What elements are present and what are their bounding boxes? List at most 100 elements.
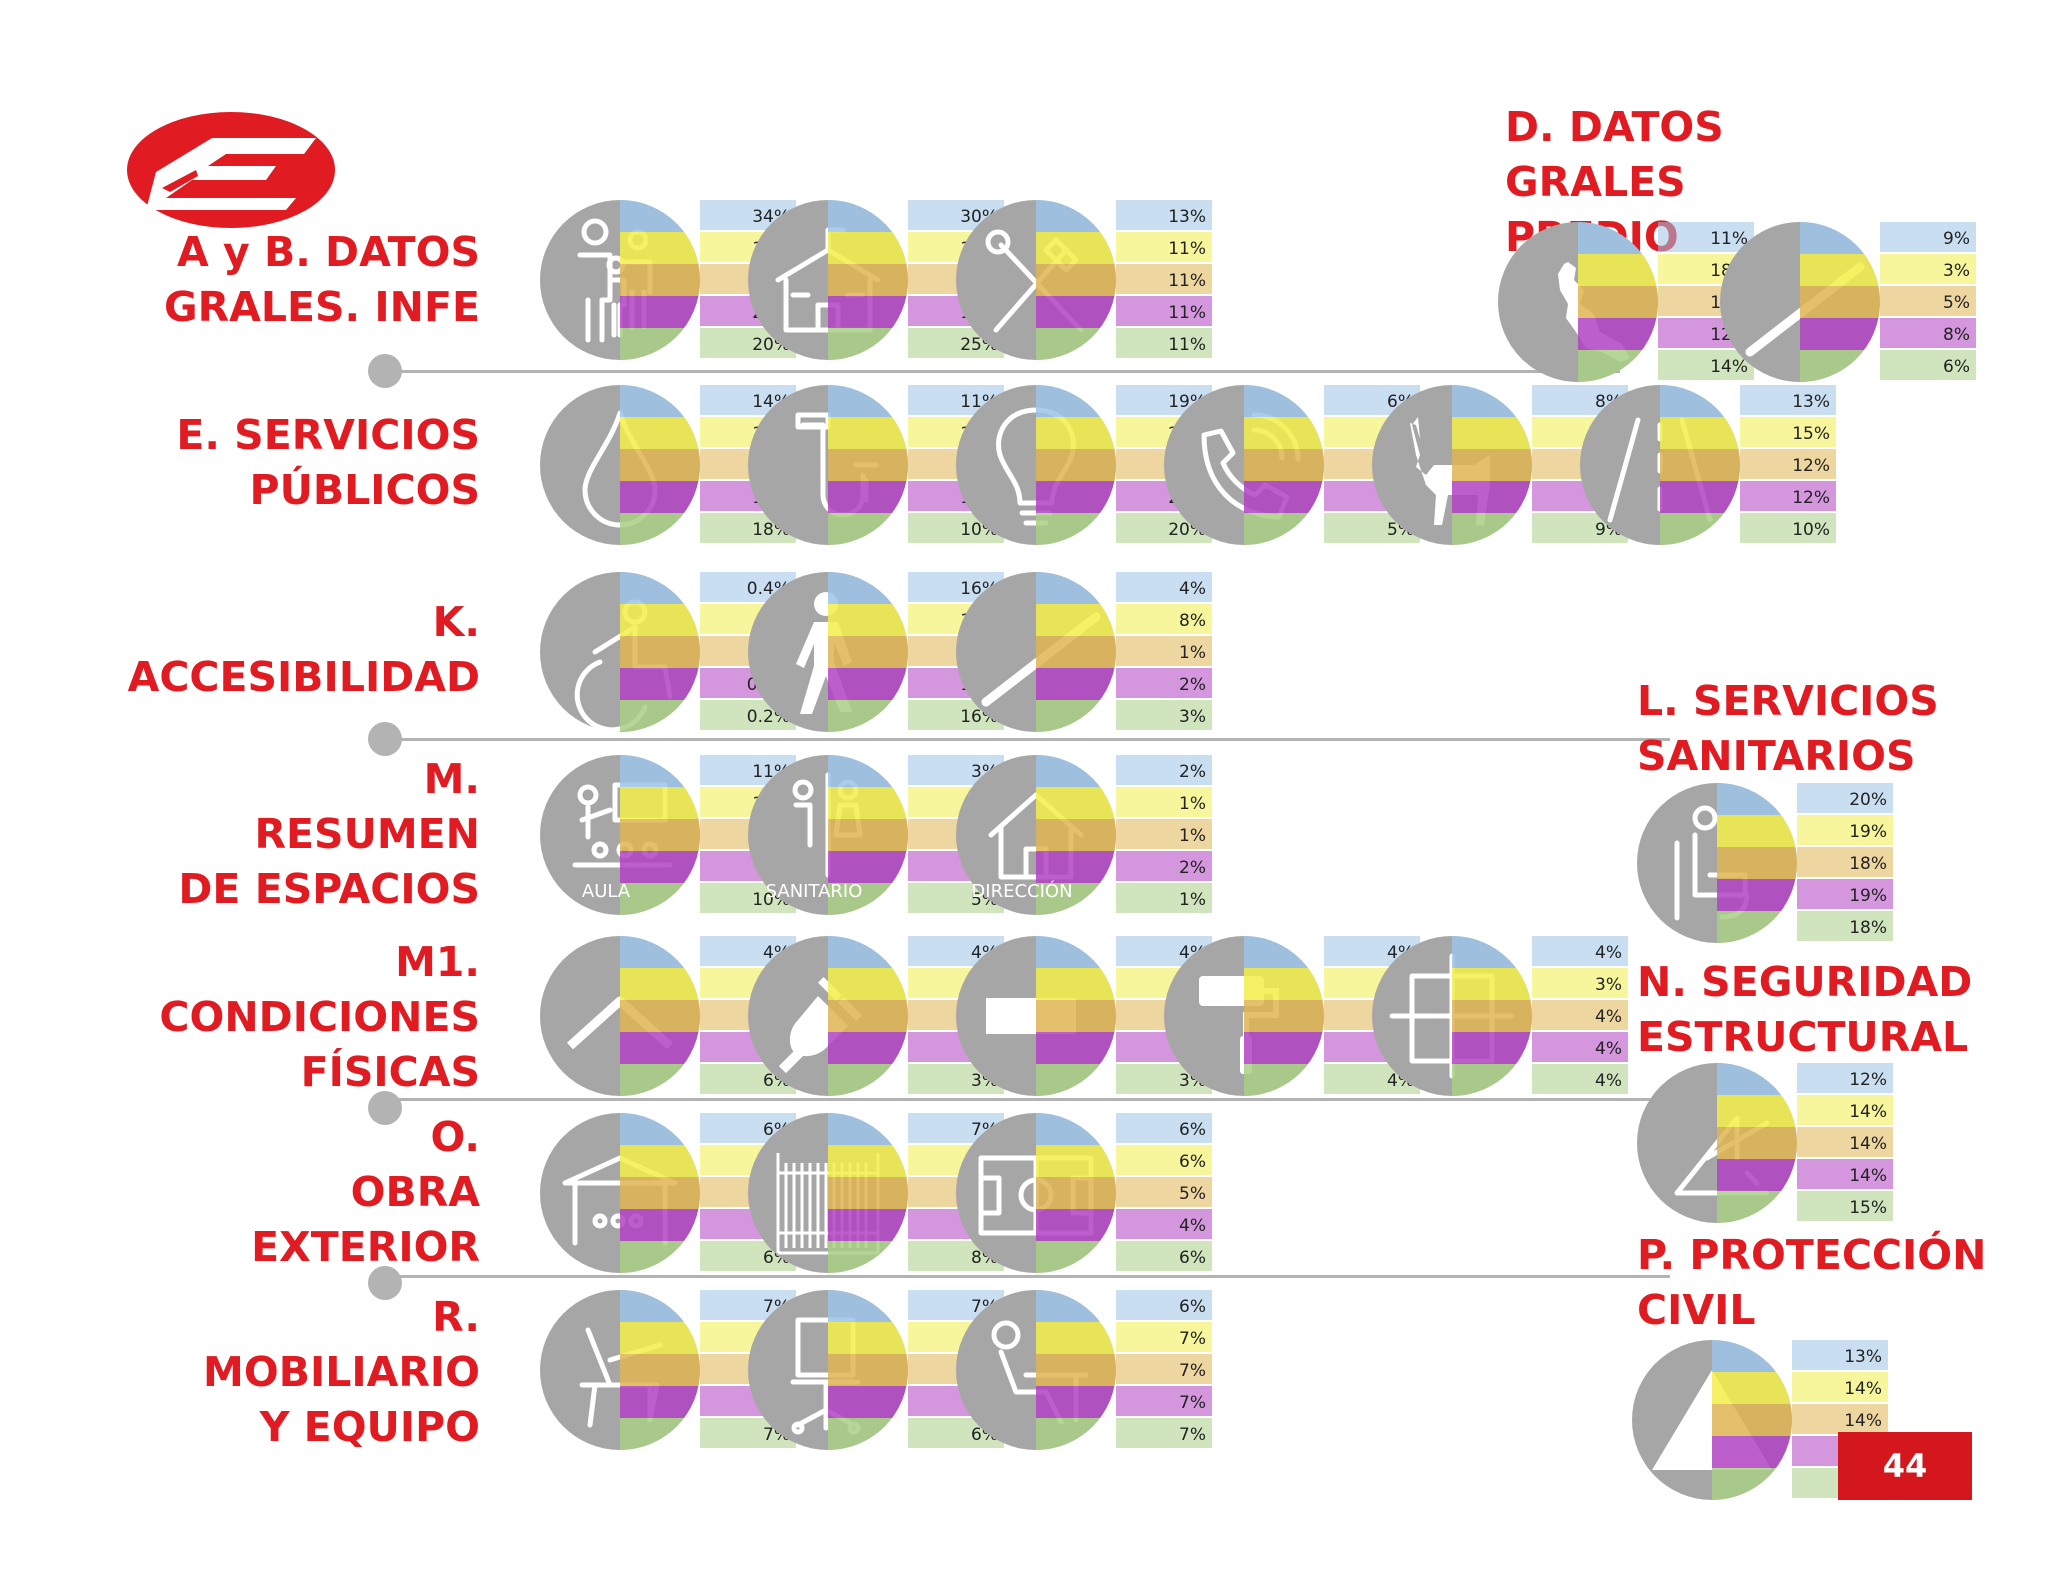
separator-line xyxy=(380,1098,1670,1101)
indicator-d-1 xyxy=(1498,222,1658,382)
section-label-mobiliario-equipo: R. MOBILIARIO Y EQUIPO xyxy=(203,1293,480,1451)
value-band xyxy=(828,787,908,819)
value-band xyxy=(620,668,700,700)
value-band xyxy=(828,385,908,417)
value-band xyxy=(1036,851,1116,883)
value-label: 15% xyxy=(1849,1198,1887,1218)
value-band xyxy=(1036,572,1116,604)
section-label-proteccion-civil: P. PROTECCIÓN CIVIL xyxy=(1637,1231,1987,1334)
value-label: 7% xyxy=(1179,1393,1206,1413)
value-cell xyxy=(1116,328,1212,358)
value-cell xyxy=(1116,787,1212,817)
value-band xyxy=(620,296,700,328)
value-band xyxy=(620,1000,700,1032)
value-cell xyxy=(1797,815,1893,845)
value-label: 11% xyxy=(1168,271,1206,291)
indicator-k-2 xyxy=(748,572,908,732)
value-band xyxy=(828,513,908,545)
indicator-m1-4 xyxy=(1164,936,1324,1096)
value-band xyxy=(1244,1032,1324,1064)
value-band xyxy=(828,417,908,449)
value-band xyxy=(1036,1145,1116,1177)
section-label-obra-exterior: O. OBRA EXTERIOR xyxy=(251,1113,480,1271)
value-cell xyxy=(1797,911,1893,941)
separator-dot xyxy=(368,722,402,756)
value-cell xyxy=(1116,883,1212,913)
indicator-m1-5 xyxy=(1372,936,1532,1096)
value-cell xyxy=(1116,1209,1212,1239)
section-label-datos-generales: A y B. DATOS GRALES. INFE xyxy=(163,228,480,331)
value-band xyxy=(620,1386,700,1418)
value-band xyxy=(1578,350,1658,382)
indicator-o-3 xyxy=(956,1113,1116,1273)
value-band xyxy=(1036,232,1116,264)
value-band xyxy=(828,700,908,732)
value-band xyxy=(1244,1000,1324,1032)
value-band xyxy=(828,668,908,700)
separator-dot xyxy=(368,354,402,388)
value-cell xyxy=(1532,1032,1628,1062)
value-band xyxy=(620,1064,700,1096)
value-cell xyxy=(1116,572,1212,602)
value-label: 11% xyxy=(1710,229,1748,249)
value-band xyxy=(1452,481,1532,513)
value-band xyxy=(1452,936,1532,968)
value-band xyxy=(1452,417,1532,449)
value-band xyxy=(828,1241,908,1273)
value-cell xyxy=(1740,449,1836,479)
value-band xyxy=(1244,1064,1324,1096)
value-cell xyxy=(1797,1159,1893,1189)
value-cell xyxy=(1792,1372,1888,1402)
value-label: 13% xyxy=(1844,1347,1882,1367)
value-band xyxy=(1036,1322,1116,1354)
value-band xyxy=(1036,668,1116,700)
value-label: 1% xyxy=(1179,643,1206,663)
value-band xyxy=(620,883,700,915)
icon-caption: DIRECCIÓN xyxy=(971,880,1072,902)
value-cell xyxy=(1740,481,1836,511)
value-band xyxy=(1036,1113,1116,1145)
value-band xyxy=(1036,1290,1116,1322)
value-cell xyxy=(1532,968,1628,998)
value-label: 8% xyxy=(1943,325,1970,345)
indicator-ab-2 xyxy=(748,200,908,360)
value-label: 13% xyxy=(1792,392,1830,412)
value-label: 4% xyxy=(1179,1216,1206,1236)
value-band xyxy=(828,1177,908,1209)
indicator-values-l-1: 20%19%18%19%18% xyxy=(1797,783,1893,941)
value-label: 3% xyxy=(1595,975,1622,995)
value-label: 6% xyxy=(1179,1297,1206,1317)
value-label: 14% xyxy=(1849,1166,1887,1186)
value-band xyxy=(1660,513,1740,545)
value-cell xyxy=(1740,513,1836,543)
value-band xyxy=(1717,879,1797,911)
value-band xyxy=(1036,417,1116,449)
value-label: 6% xyxy=(1179,1152,1206,1172)
value-band xyxy=(620,1145,700,1177)
page-number: 44 xyxy=(1838,1432,1972,1500)
value-label: 2% xyxy=(1179,675,1206,695)
indicator-m-1: AULA xyxy=(540,755,700,915)
indicator-values-r-3: 6%7%7%7%7% xyxy=(1116,1290,1212,1448)
value-band xyxy=(1717,1095,1797,1127)
value-band xyxy=(1036,755,1116,787)
value-cell xyxy=(1880,254,1976,284)
value-label: 18% xyxy=(1849,918,1887,938)
value-band xyxy=(1452,385,1532,417)
separator-dot xyxy=(368,1091,402,1125)
value-band xyxy=(1244,513,1324,545)
value-cell xyxy=(1116,668,1212,698)
value-band xyxy=(828,1322,908,1354)
value-cell xyxy=(1658,350,1754,380)
value-band xyxy=(828,1418,908,1450)
value-cell xyxy=(1532,1000,1628,1030)
value-band xyxy=(1244,417,1324,449)
value-cell xyxy=(1797,783,1893,813)
value-band xyxy=(1660,417,1740,449)
indicator-r-3 xyxy=(956,1290,1116,1450)
indicator-m-3: DIRECCIÓN xyxy=(956,755,1116,915)
indicator-ab-3 xyxy=(956,200,1116,360)
value-band xyxy=(1036,385,1116,417)
value-band xyxy=(1717,911,1797,943)
indicator-e-1 xyxy=(540,385,700,545)
